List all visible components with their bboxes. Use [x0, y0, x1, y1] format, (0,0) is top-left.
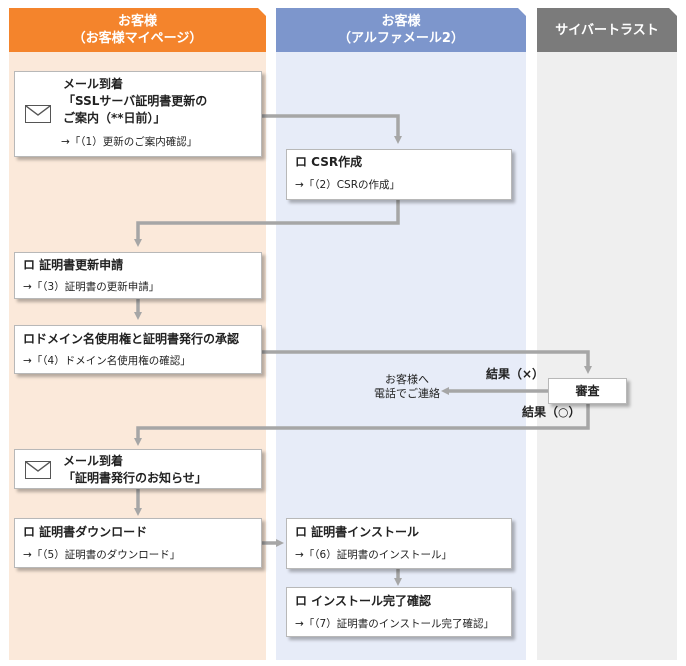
step-mail-arrival-renewal: メール到着 「SSLサーバ証明書更新の ご案内（**日前）」 →「（1）更新のご…: [14, 71, 262, 157]
step-certificate-download: ロ 証明書ダウンロード →「（5）証明書のダウンロード」: [14, 518, 262, 568]
step-title: メール到着 「SSLサーバ証明書更新の ご案内（**日前）」: [63, 76, 207, 127]
lane-header-line1: お客様: [381, 14, 421, 29]
title-line: 「SSLサーバ証明書更新の: [63, 94, 208, 108]
arrow-approval-to-review: [262, 350, 592, 374]
phone-contact-line: 電話でご連絡: [374, 387, 440, 400]
lane-cybertrust-bg: [537, 52, 677, 660]
lane-header-customer-alphamail: お客様 （アルファメール2）: [276, 8, 526, 52]
lane-header-line2: （お客様マイページ）: [72, 31, 203, 46]
title-line: メール到着: [63, 77, 124, 91]
step-install-confirm: ロ インストール完了確認 →「（7）証明書のインストール完了確認」: [286, 587, 512, 637]
arrow-mail-to-csr: [262, 114, 402, 144]
arrow-csr-to-apply: [134, 200, 400, 247]
step-title: ロ インストール完了確認: [295, 594, 431, 608]
step-renew-apply: ロ 証明書更新申請 →「（3）証明書の更新申請」: [14, 252, 262, 299]
lane-header-line1: お客様: [117, 14, 157, 29]
result-ng-label: 結果（×）: [486, 367, 545, 381]
lane-header-customer-mypage: お客様 （お客様マイページ）: [9, 8, 266, 52]
step-title: 審査: [575, 384, 600, 398]
arrow-review-to-mail: [134, 404, 590, 446]
step-link-text[interactable]: →「（1）更新のご案内確認」: [61, 136, 198, 148]
step-link-text[interactable]: →「（4）ドメイン名使用権の確認」: [23, 355, 191, 367]
lane-header-label: サイバートラスト: [555, 22, 659, 38]
step-link-text[interactable]: →「（3）証明書の更新申請」: [23, 281, 160, 293]
step-title: ロ 証明書インストール: [295, 525, 419, 539]
phone-contact-label: お客様へ 電話でご連絡: [372, 373, 442, 401]
step-link-text[interactable]: →「（5）証明書のダウンロード」: [23, 549, 181, 561]
envelope-icon: [25, 105, 51, 123]
title-line: ご案内（**日前）」: [63, 111, 166, 125]
step-title: メール到着 「証明書発行のお知らせ」: [63, 453, 207, 487]
step-csr-create: ロ CSR作成 →「（2）CSRの作成」: [286, 149, 512, 200]
phone-contact-line: お客様へ: [385, 373, 429, 386]
result-ok-label: 結果（○）: [522, 405, 581, 419]
step-domain-approval: ロドメイン名使用権と証明書発行の承認 →「（4）ドメイン名使用権の確認」: [14, 325, 262, 374]
lane-header-line2: （アルファメール2）: [338, 31, 464, 46]
step-certificate-install: ロ 証明書インストール →「（6）証明書のインストール」: [286, 518, 512, 569]
step-link-text[interactable]: →「（7）証明書のインストール完了確認」: [295, 618, 495, 630]
envelope-icon: [25, 461, 51, 479]
step-title: ロ CSR作成: [295, 155, 363, 169]
step-title: ロ 証明書更新申請: [23, 258, 124, 272]
step-mail-arrival-issued: メール到着 「証明書発行のお知らせ」: [14, 449, 262, 489]
step-title: ロドメイン名使用権と証明書発行の承認: [23, 332, 240, 346]
title-line: 「証明書発行のお知らせ」: [63, 471, 207, 485]
lane-header-cybertrust: サイバートラスト: [537, 8, 677, 52]
title-line: メール到着: [63, 454, 124, 468]
step-review: 審査: [548, 378, 627, 404]
step-title: ロ 証明書ダウンロード: [23, 525, 148, 539]
step-link-text[interactable]: →「（2）CSRの作成」: [295, 179, 401, 191]
step-link-text[interactable]: →「（6）証明書のインストール」: [295, 549, 453, 561]
